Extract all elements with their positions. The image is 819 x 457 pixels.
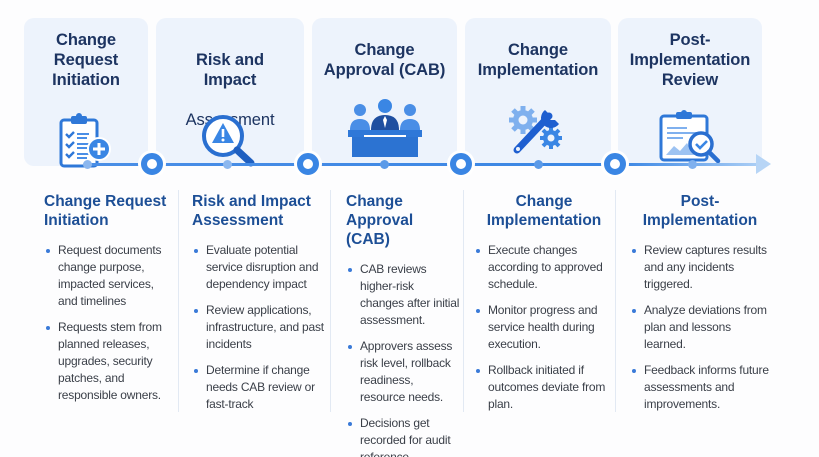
- bullet-item: Determine if change needs CAB review or …: [192, 362, 326, 413]
- bullet-item: Rollback initiated if outcomes deviate f…: [474, 362, 614, 413]
- card-title: Post- Implementation Review: [629, 31, 751, 89]
- column-title: Post- Implementation: [642, 193, 758, 229]
- clipboard-checklist-plus-icon: [59, 113, 111, 168]
- bullet-list: Evaluate potential service disruption an…: [192, 242, 326, 413]
- column-title: Change Approval (CAB): [346, 193, 414, 248]
- card-title: Change Approval (CAB): [323, 41, 446, 79]
- bullet-item: Analyze deviations from plan and lessons…: [630, 302, 770, 353]
- detail-column-post-implementation: Post- Implementation Review captures res…: [630, 192, 770, 422]
- column-divider: [615, 190, 616, 412]
- column-title: Risk and Impact Assessment: [192, 193, 311, 229]
- column-title: Change Request Initiation: [44, 193, 167, 229]
- bullet-item: Decisions get recorded for audit referen…: [346, 415, 460, 457]
- stage-card-change-request-initiation: Change Request Initiation: [24, 18, 148, 168]
- bullet-item: Review captures results and any incident…: [630, 242, 770, 293]
- stage-card-risk-impact-assessment: Risk and Impact Assessment: [156, 18, 304, 167]
- timeline-node-1: [141, 153, 163, 175]
- detail-column-risk-impact-assessment: Risk and Impact Assessment Evaluate pote…: [192, 192, 326, 422]
- timeline-line: [86, 163, 756, 166]
- detail-column-change-implementation: Change Implementation Execute changes ac…: [474, 192, 614, 422]
- timeline-dot-3: [380, 160, 389, 169]
- card-title: Change Request Initiation: [52, 31, 120, 89]
- column-divider: [178, 190, 179, 412]
- report-review-magnifier-icon: [659, 110, 721, 164]
- detail-column-change-approval-cab: Change Approval (CAB) CAB reviews higher…: [346, 192, 460, 457]
- column-divider: [463, 190, 464, 412]
- card-title: Change Implementation: [477, 41, 599, 79]
- stage-card-change-implementation: Change Implementation: [465, 18, 611, 166]
- timeline-dot-1: [83, 160, 92, 169]
- timeline-dot-2: [223, 160, 232, 169]
- bullet-item: Execute changes according to approved sc…: [474, 242, 614, 293]
- bullet-item: Feedback informs future assessments and …: [630, 362, 770, 413]
- stage-card-change-approval-cab: Change Approval (CAB): [312, 18, 457, 166]
- bullet-list: Execute changes according to approved sc…: [474, 242, 614, 413]
- bullet-item: Review applications, infrastructure, and…: [192, 302, 326, 353]
- bullet-list: Review captures results and any incident…: [630, 242, 770, 413]
- timeline-dot-4: [534, 160, 543, 169]
- board-meeting-icon: [347, 99, 422, 157]
- timeline-arrow-icon: [756, 154, 771, 174]
- bullet-item: Requests stem from planned releases, upg…: [44, 319, 174, 404]
- timeline-dot-5: [688, 160, 697, 169]
- bullet-item: Request documents change purpose, impact…: [44, 242, 174, 310]
- wrench-gears-icon: [509, 106, 562, 154]
- bullet-item: Approvers assess risk level, rollback re…: [346, 338, 460, 406]
- timeline-node-3: [450, 153, 472, 175]
- bullet-list: CAB reviews higher-risk changes after in…: [346, 261, 460, 457]
- detail-column-change-request-initiation: Change Request Initiation Request docume…: [44, 192, 174, 413]
- stage-card-post-implementation-review: Post- Implementation Review: [618, 18, 762, 166]
- bullet-list: Request documents change purpose, impact…: [44, 242, 174, 404]
- magnifier-warning-icon: [202, 115, 255, 167]
- card-title: Risk and Impact: [196, 51, 264, 89]
- bullet-item: Monitor progress and service health duri…: [474, 302, 614, 353]
- bullet-item: CAB reviews higher-risk changes after in…: [346, 261, 460, 329]
- timeline-node-2: [297, 153, 319, 175]
- column-title: Change Implementation: [486, 193, 602, 229]
- timeline-node-4: [604, 153, 626, 175]
- column-divider: [330, 190, 331, 412]
- bullet-item: Evaluate potential service disruption an…: [192, 242, 326, 293]
